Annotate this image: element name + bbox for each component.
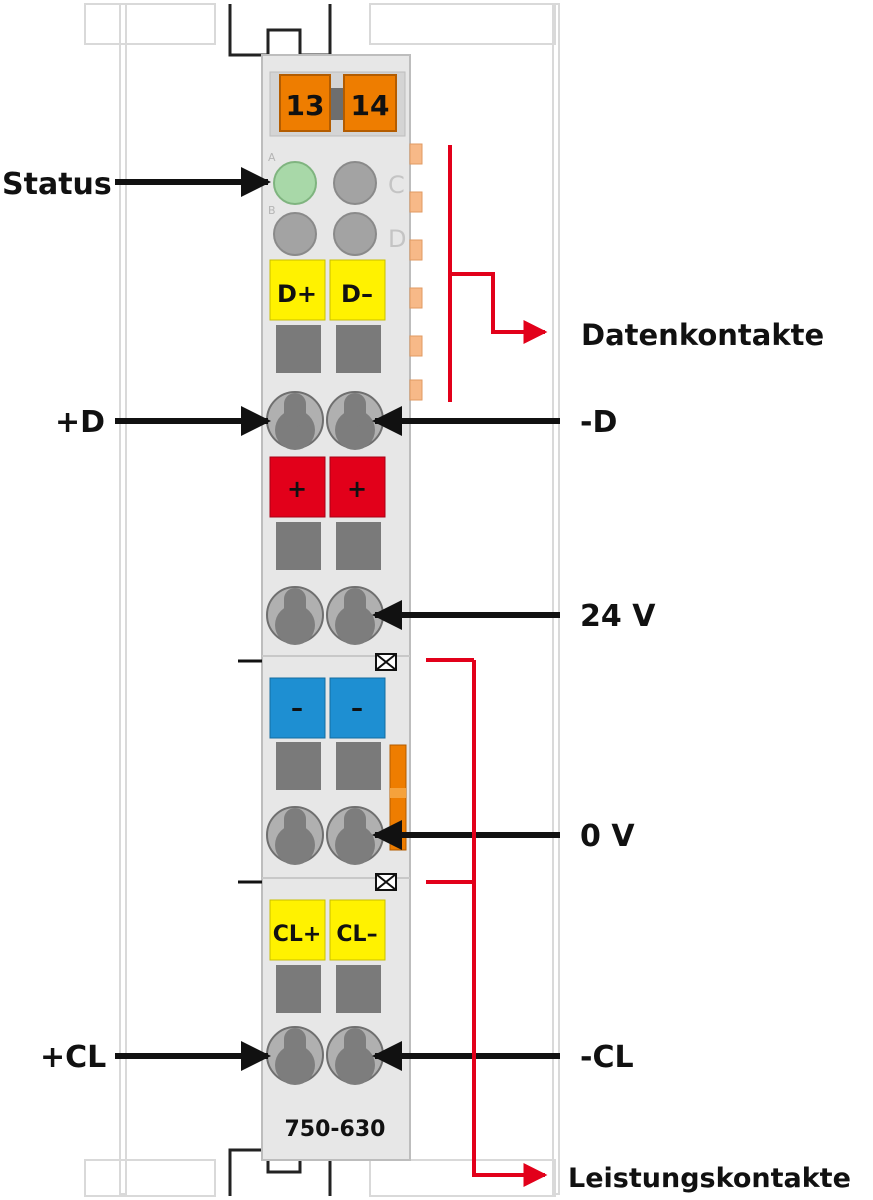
release-slot[interactable] bbox=[336, 742, 381, 790]
terminal-label-minus-right bbox=[329, 677, 386, 739]
clamp-pair bbox=[266, 806, 384, 865]
terminal-group-24v: + + bbox=[266, 456, 386, 645]
label-minus-cl: -CL bbox=[580, 1040, 634, 1075]
terminal-group-0v: – – bbox=[266, 677, 386, 865]
label-data-contacts: Datenkontakte bbox=[581, 318, 824, 352]
marker-14 bbox=[343, 74, 397, 132]
label-power-contacts: Leistungskontakte bbox=[568, 1163, 851, 1194]
power-contact-spring-gap bbox=[390, 788, 406, 798]
marker-13-label: 13 bbox=[286, 89, 325, 122]
terminal-label-cl-plus bbox=[269, 899, 326, 961]
data-contacts-bracket bbox=[448, 145, 548, 402]
terminal-text-plus-right: + bbox=[347, 475, 367, 503]
terminal-text-d-minus: D– bbox=[341, 280, 373, 308]
status-led-b bbox=[273, 212, 317, 256]
release-slot[interactable] bbox=[276, 522, 321, 570]
led-letter-c: C bbox=[388, 171, 405, 199]
status-led-a bbox=[273, 161, 317, 205]
terminal-group-cl: CL+ CL– bbox=[266, 899, 386, 1085]
data-contact-tabs bbox=[409, 143, 423, 401]
led-letter-d: D bbox=[388, 225, 406, 253]
marker-13 bbox=[279, 74, 331, 132]
terminal-label-plus-left bbox=[269, 456, 326, 518]
terminal-label-cl-minus bbox=[329, 899, 386, 961]
status-led-d bbox=[333, 212, 377, 256]
release-slot[interactable] bbox=[336, 325, 381, 373]
terminal-label-minus-left bbox=[269, 677, 326, 739]
clamp-pair bbox=[266, 586, 384, 645]
terminal-label-plus-right bbox=[329, 456, 386, 518]
power-contacts-bracket bbox=[426, 658, 548, 1187]
status-led-panel: A B C D bbox=[268, 151, 406, 256]
terminal-text-cl-minus: CL– bbox=[336, 922, 377, 947]
power-contact-marker bbox=[375, 653, 397, 891]
rail-clips bbox=[228, 4, 332, 1196]
terminal-text-plus-left: + bbox=[287, 475, 307, 503]
terminal-group-data: D+ D– bbox=[266, 259, 386, 450]
release-slot[interactable] bbox=[276, 742, 321, 790]
led-letter-b: B bbox=[268, 204, 276, 217]
model-number: 750-630 bbox=[285, 1117, 386, 1142]
label-plus-cl: +CL bbox=[40, 1040, 106, 1075]
release-slot[interactable] bbox=[276, 325, 321, 373]
marker-14-label: 14 bbox=[351, 89, 390, 122]
label-24v: 24 V bbox=[580, 599, 656, 634]
release-slot[interactable] bbox=[276, 965, 321, 1013]
led-letter-a: A bbox=[268, 151, 276, 164]
clamp-pair bbox=[266, 1026, 384, 1085]
clamp-pair bbox=[266, 391, 384, 450]
label-status: Status bbox=[2, 167, 112, 202]
release-slot[interactable] bbox=[336, 522, 381, 570]
terminal-text-d-plus: D+ bbox=[277, 280, 317, 308]
status-led-c bbox=[333, 161, 377, 205]
terminal-label-d-minus bbox=[329, 259, 386, 321]
release-slot[interactable] bbox=[336, 965, 381, 1013]
label-plus-d: +D bbox=[55, 405, 105, 440]
neighbor-module-outlines bbox=[84, 3, 560, 1197]
terminal-label-d-plus bbox=[269, 259, 326, 321]
label-minus-d: -D bbox=[580, 405, 617, 440]
callout-arrows bbox=[115, 167, 560, 1071]
terminal-text-cl-plus: CL+ bbox=[273, 922, 322, 947]
terminal-text-minus-left: – bbox=[291, 694, 303, 722]
label-0v: 0 V bbox=[580, 819, 635, 854]
terminal-text-minus-right: – bbox=[351, 694, 363, 722]
